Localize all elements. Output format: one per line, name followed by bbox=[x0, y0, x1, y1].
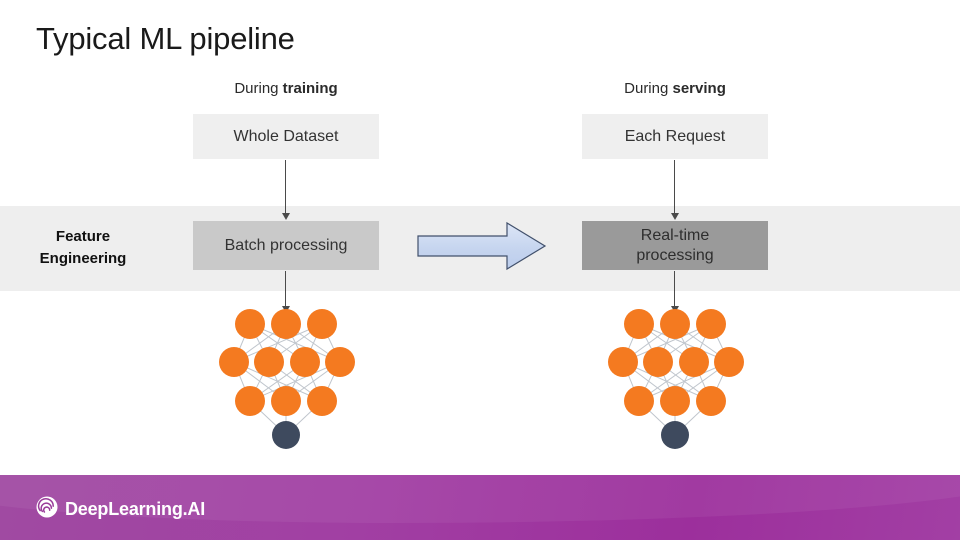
footer-band bbox=[0, 475, 960, 540]
neural-network-diagram-training bbox=[212, 305, 362, 450]
feature-engineering-label: Feature Engineering bbox=[18, 226, 148, 270]
column-caption-training: During training bbox=[193, 80, 379, 97]
feature-engineering-label-line1: Feature bbox=[55, 228, 111, 245]
caption-serving-emphasis: serving bbox=[672, 80, 726, 97]
page-title: Typical ML pipeline bbox=[36, 21, 295, 56]
brand-logo: DeepLearning.AI bbox=[36, 496, 205, 523]
box-batch-processing: Batch processing bbox=[193, 221, 379, 270]
deeplearning-spiral-icon bbox=[36, 496, 58, 523]
arrow-head bbox=[281, 213, 290, 220]
box-realtime-processing-line2: processing bbox=[636, 246, 714, 264]
caption-training-emphasis: training bbox=[282, 80, 338, 97]
arrow-down-request-to-realtime-icon bbox=[668, 160, 682, 220]
arrow-shaft bbox=[674, 271, 676, 307]
footer-gradient bbox=[0, 475, 960, 540]
box-each-request: Each Request bbox=[582, 114, 768, 159]
neural-network-diagram-serving bbox=[601, 305, 751, 450]
column-caption-serving: During serving bbox=[582, 80, 768, 97]
arrow-shaft bbox=[285, 271, 287, 307]
arrow-shaft bbox=[674, 160, 676, 214]
caption-training-prefix: During bbox=[234, 80, 283, 97]
arrow-shaft bbox=[285, 160, 287, 214]
box-realtime-processing-line1: Real-time bbox=[640, 226, 710, 244]
box-realtime-processing: Real-time processing bbox=[582, 221, 768, 270]
flow-right-block-arrow-icon bbox=[415, 220, 548, 272]
brand-name: DeepLearning.AI bbox=[65, 499, 206, 519]
arrow-down-dataset-to-batch-icon bbox=[279, 160, 293, 220]
feature-engineering-label-line2: Engineering bbox=[39, 249, 127, 267]
box-whole-dataset: Whole Dataset bbox=[193, 114, 379, 159]
arrow-head bbox=[670, 213, 679, 220]
caption-serving-prefix: During bbox=[624, 80, 673, 97]
